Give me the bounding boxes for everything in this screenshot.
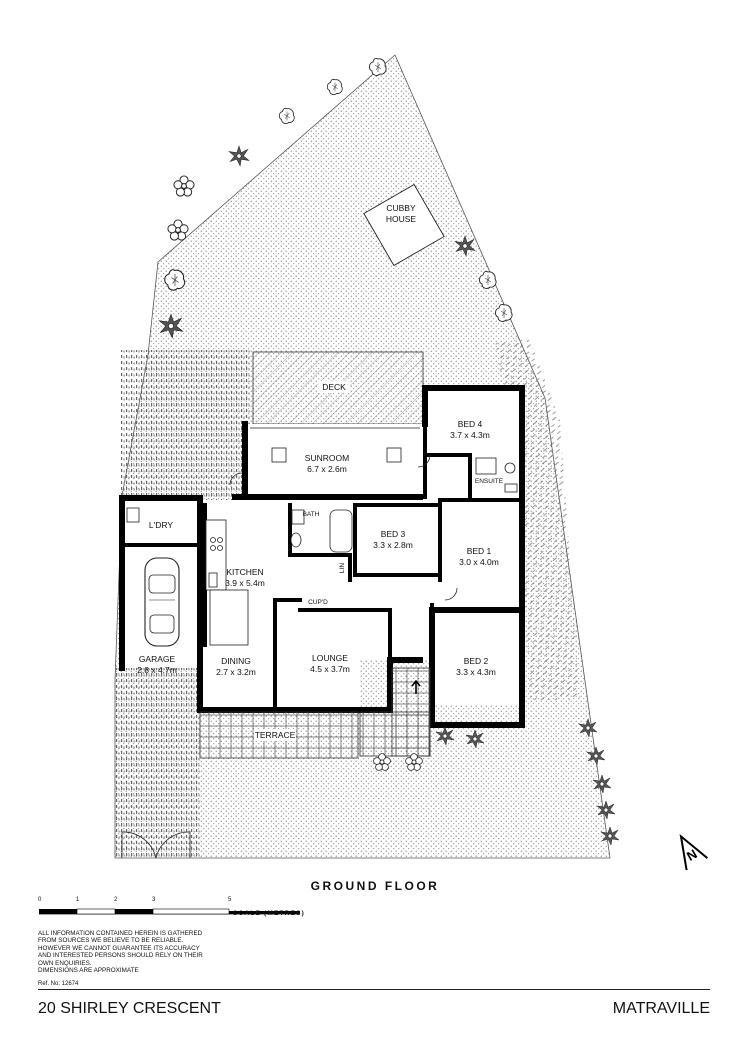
scale-tick: 2 xyxy=(114,897,118,903)
driveway-gates xyxy=(121,831,191,859)
lin-label: LIN xyxy=(339,563,346,573)
laundry-tub xyxy=(126,507,140,523)
floor-title: GROUND FLOOR xyxy=(310,879,440,893)
footer-divider xyxy=(38,989,710,990)
bath-label: BATH xyxy=(303,511,320,518)
disclaimer-line: FROM SOURCES WE BELIEVE TO BE RELIABLE. xyxy=(38,937,184,945)
garage-dims: 2.8 x 4.7m xyxy=(137,665,177,675)
bed1-name: BED 1 xyxy=(467,546,492,556)
dining-name: DINING xyxy=(221,656,251,666)
scale-tick: 5 xyxy=(228,897,232,903)
kitchen-fixtures xyxy=(205,519,249,646)
bed1-door xyxy=(444,587,458,601)
deck-label-bg xyxy=(318,381,350,393)
property-suburb: MATRAVILLE xyxy=(612,1000,710,1017)
scale-tick: 1 xyxy=(76,897,80,903)
disclaimer: ALL INFORMATION CONTAINED HEREIN IS GATH… xyxy=(38,930,308,974)
scale-tick: 3 xyxy=(152,897,156,903)
scale-label: SCALE (METRES) xyxy=(233,910,306,917)
bed3-dims: 3.3 x 2.8m xyxy=(373,540,413,550)
bed4-dims: 3.7 x 4.3m xyxy=(450,430,490,440)
sunroom-dims: 6.7 x 2.6m xyxy=(307,464,347,474)
bath-fixtures xyxy=(290,509,353,553)
terrace-label: TERRACE xyxy=(255,730,296,740)
north-arrow-icon: N xyxy=(679,833,709,870)
ref-number: Ref. No: 12674 xyxy=(38,981,79,987)
cubby-house xyxy=(363,183,445,267)
sunroom-name: SUNROOM xyxy=(305,453,349,463)
ensuite-label: ENSUITE xyxy=(475,478,504,485)
deck-label: DECK xyxy=(322,382,346,392)
porch-tiles xyxy=(359,711,431,757)
disclaimer-line: OWN ENQUIRIES. xyxy=(38,959,92,967)
kitchen-dims: 3.9 x 5.4m xyxy=(225,578,265,588)
floor-plan: CUBBY HOUSE DECK xyxy=(114,54,709,870)
dining-dims: 2.7 x 3.2m xyxy=(216,667,256,677)
cubby-house-label: CUBBY xyxy=(386,203,416,213)
bed4-name: BED 4 xyxy=(458,419,483,429)
property-address: 20 SHIRLEY CRESCENT xyxy=(38,1000,221,1017)
scale-tick: 0 xyxy=(38,897,42,903)
sunroom-fixtures xyxy=(229,427,431,486)
disclaimer-line: DIMENSIONS ARE APPROXIMATE xyxy=(38,967,139,975)
bed3-name: BED 3 xyxy=(381,529,406,539)
terrace-label-bg xyxy=(254,729,296,741)
bed2-dims: 3.3 x 4.3m xyxy=(456,667,496,677)
ensuite xyxy=(475,457,518,493)
disclaimer-line: AND INTERESTED PERSONS SHOULD RELY ON TH… xyxy=(38,952,203,960)
lounge-dims: 4.5 x 3.7m xyxy=(310,664,350,674)
cupd-label: CUP'D xyxy=(308,599,328,606)
entry-arrow-icon xyxy=(411,679,421,694)
kitchen-name: KITCHEN xyxy=(226,567,263,577)
scale-bar xyxy=(39,908,300,915)
cubby-house-label: HOUSE xyxy=(386,214,417,224)
disclaimer-line: ALL INFORMATION CONTAINED HEREIN IS GATH… xyxy=(38,930,203,937)
car-icon xyxy=(144,557,180,647)
ldry-label: L'DRY xyxy=(149,520,173,530)
lounge-name: LOUNGE xyxy=(312,653,348,663)
bed1-dims: 3.0 x 4.0m xyxy=(459,557,499,567)
disclaimer-line: HOWEVER WE CANNOT GUARANTEE ITS ACCURACY xyxy=(38,944,200,952)
bed2-name: BED 2 xyxy=(464,656,489,666)
garage-name: GARAGE xyxy=(139,654,176,664)
